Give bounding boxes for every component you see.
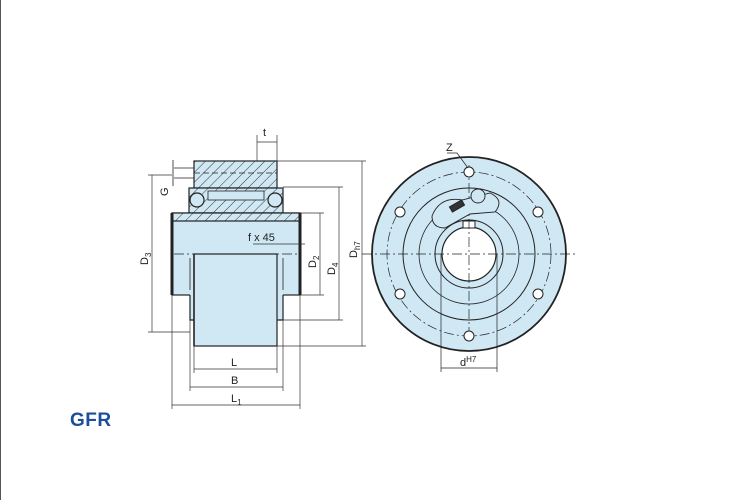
label-d4: D4	[326, 262, 340, 275]
label-l1: L1	[231, 393, 242, 407]
outer-ring	[193, 160, 278, 189]
bolt-holes	[394, 166, 544, 342]
label-d3: D3	[139, 252, 153, 265]
label-d-bore: dH7	[460, 355, 477, 369]
label-l: L	[231, 357, 237, 369]
dimension-labels: t G D3 Dh7 D4 D2 f x 45 L B L1	[139, 127, 362, 407]
label-b: B	[231, 375, 238, 387]
label-d2: D2	[307, 255, 321, 268]
label-z: Z	[446, 142, 453, 154]
label-t: t	[263, 127, 266, 139]
bore	[441, 226, 497, 282]
bearing-ball-right	[267, 192, 283, 208]
page-border	[0, 0, 1, 500]
side-view	[170, 160, 302, 347]
dimension-lines	[148, 135, 366, 409]
bearing-ball-left	[189, 192, 205, 208]
hub-body	[193, 253, 278, 347]
product-title: GFR	[70, 410, 112, 431]
label-dh7: Dh7	[348, 241, 362, 258]
front-view	[362, 152, 576, 372]
label-chamfer: f x 45	[248, 232, 275, 244]
label-g: G	[159, 187, 171, 196]
